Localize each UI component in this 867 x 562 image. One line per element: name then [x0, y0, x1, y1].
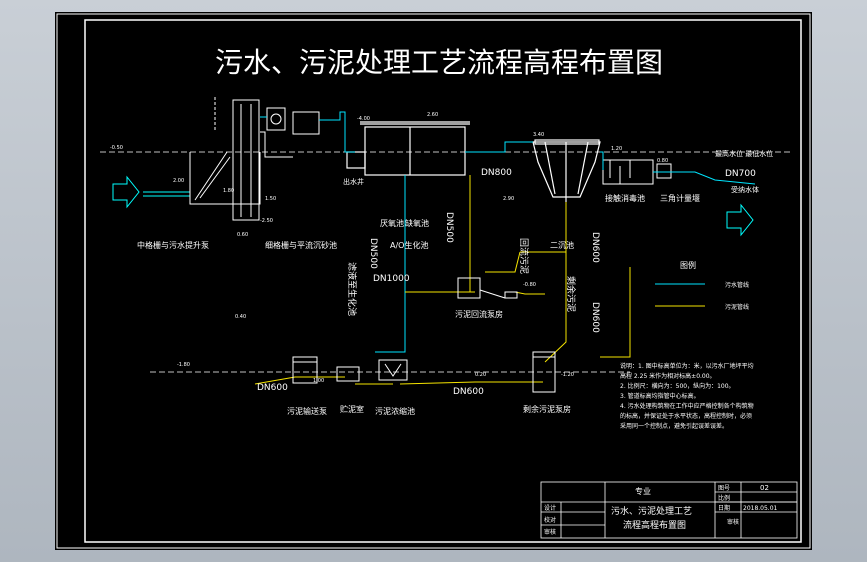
- pipe-label-dn600c: DN600: [257, 383, 288, 393]
- title-block-text: 专业 污水、污泥处理工艺 流程高程布置图 图号 02 比例 日期 2018.05…: [544, 484, 778, 536]
- elev-3: 1.50: [265, 196, 276, 202]
- tb-left-2: 审核: [544, 528, 556, 536]
- pipe-label-dn600a: DN600: [590, 232, 600, 263]
- label-clarifier: 二沉池: [550, 240, 574, 250]
- label-sludge-pump: 污泥输送泵: [287, 406, 327, 416]
- outer-frame: [56, 13, 811, 549]
- tb-scale-label: 比例: [718, 494, 730, 502]
- pipe-label-filter: 滤液至生化池: [346, 262, 358, 316]
- outlet-arrow-icon: [726, 203, 754, 237]
- pipe-label-dn500a: DN500: [368, 238, 378, 269]
- label-fine-screen: 细格栅与平流沉砂池: [265, 240, 337, 250]
- title-block: [540, 481, 798, 539]
- elev-5: -4.00: [357, 116, 370, 122]
- fine-screen-structure: [260, 107, 320, 158]
- elev-8: 1.20: [611, 146, 622, 152]
- label-ao-tank: A/O生化池: [390, 240, 428, 250]
- clarifier-structure: [532, 139, 601, 202]
- drawing-title: 污水、污泥处理工艺流程高程布置图: [215, 46, 663, 79]
- legend-label-sludge: 污泥管线: [725, 303, 749, 311]
- return-pump-structure: [457, 277, 518, 299]
- pipe-label-dn1000: DN1000: [373, 274, 410, 284]
- elev-17: 0.40: [235, 314, 246, 320]
- tb-date: 2018.05.01: [743, 505, 778, 512]
- pipe-label-overflow: 出水井: [343, 177, 364, 186]
- label-flume: 三角计量堰: [660, 193, 700, 203]
- label-disinfection: 接触消毒池: [605, 193, 645, 203]
- label-coarse-screen: 中格栅与污水提升泵: [137, 240, 209, 250]
- pipe-label-return: 回流污泥: [518, 238, 530, 274]
- notes-block: 说明：1. 图中标高单位为：米，以污水厂地坪平均 高程 2.25 米作为相对标高…: [620, 362, 754, 430]
- tb-no: 02: [760, 484, 769, 492]
- sludge-pipeline: [254, 175, 631, 385]
- label-anaerobic: 厌氧池: [380, 218, 404, 228]
- elev-11: 0.60: [237, 232, 248, 238]
- tb-specialty: 专业: [635, 486, 651, 496]
- elev-14: -1.20: [561, 372, 574, 378]
- pipe-labels: DN800 DN500 DN500 DN1000 DN600 DN600 DN6…: [257, 149, 773, 397]
- elev-1: 2.00: [173, 178, 184, 184]
- note-line-4: 4. 污水处理构筑物在工作中应严格控制各个构筑物: [620, 402, 754, 410]
- elevation-marks: -0.50 2.00 1.80 1.50 -2.50 -4.00 3.40 2.…: [110, 112, 668, 384]
- tb-name-2: 流程高程布置图: [623, 519, 686, 531]
- elev-15: -0.80: [523, 282, 536, 288]
- pipe-label-water-level: 最高水位 最低水位: [715, 149, 773, 158]
- note-line-6: 采用同一个控制点，避免引起误差误差。: [620, 422, 728, 430]
- process-diagram: 污水、污泥处理工艺流程高程布置图: [56, 13, 811, 549]
- tb-left-0: 设计: [544, 504, 556, 512]
- elev-2: 1.80: [223, 188, 234, 194]
- note-line-3: 3. 管道标高均指管中心标高。: [620, 392, 700, 400]
- elev-16: 2.60: [427, 112, 438, 118]
- pipe-label-dn500b: DN500: [444, 212, 454, 243]
- label-storage: 贮泥室: [340, 404, 364, 414]
- elev-12: 1.00: [313, 378, 324, 384]
- inlet-arrow-icon: [112, 175, 190, 209]
- legend-title: 图例: [680, 260, 696, 270]
- elev-10: -1.80: [177, 362, 190, 368]
- elev-13: 0.20: [475, 372, 486, 378]
- drawing-sheet: 污水、污泥处理工艺流程高程布置图: [55, 12, 812, 550]
- elev-4: -2.50: [260, 218, 273, 224]
- pipe-label-dn600b: DN600: [590, 302, 600, 333]
- label-thickener: 污泥浓缩池: [375, 406, 415, 416]
- note-line-0: 说明：1. 图中标高单位为：米，以污水厂地坪平均: [620, 362, 754, 370]
- tb-review: 审核: [727, 518, 739, 526]
- elev-7: 2.90: [503, 196, 514, 202]
- sewage-pipeline: [260, 111, 756, 353]
- ao-tank-structure: [346, 121, 470, 176]
- note-line-5: 的标高，并保证处于水平状态，高程控制时，必须: [620, 412, 752, 420]
- pipe-label-dn600d: DN600: [453, 387, 484, 397]
- legend: 图例 污水管线 污泥管线: [655, 260, 749, 311]
- label-excess-pump: 剩余污泥泵房: [523, 404, 571, 414]
- label-anoxic: 缺氧池: [405, 218, 429, 228]
- elev-6: 3.40: [533, 132, 544, 138]
- legend-label-sewage: 污水管线: [725, 281, 749, 289]
- tb-left-1: 校对: [544, 516, 556, 524]
- coarse-screen-structure: [189, 97, 261, 221]
- note-line-2: 2. 比例尺：横向为：500，纵向为：100。: [620, 382, 735, 390]
- bottom-structures: [292, 351, 556, 393]
- elev-0: -0.50: [110, 145, 123, 151]
- structure-labels: 中格栅与污水提升泵 细格栅与平流沉砂池 厌氧池 缺氧池 A/O生化池 二沉池 接…: [137, 193, 700, 416]
- tb-no-label: 图号: [718, 485, 730, 492]
- elev-9: 0.80: [657, 158, 668, 164]
- inner-frame: [84, 19, 802, 543]
- pipe-label-river: 受纳水体: [731, 185, 759, 194]
- pipe-label-dn800: DN800: [481, 168, 512, 178]
- pipe-label-excess: 剩余污泥: [565, 276, 577, 312]
- note-line-1: 高程 2.25 米作为相对标高±0.00。: [620, 372, 716, 380]
- pipe-label-dn-small: DN700: [725, 169, 756, 179]
- label-return-pump: 污泥回流泵房: [455, 309, 503, 319]
- tb-date-label: 日期: [718, 504, 730, 512]
- tb-name-1: 污水、污泥处理工艺: [611, 505, 692, 517]
